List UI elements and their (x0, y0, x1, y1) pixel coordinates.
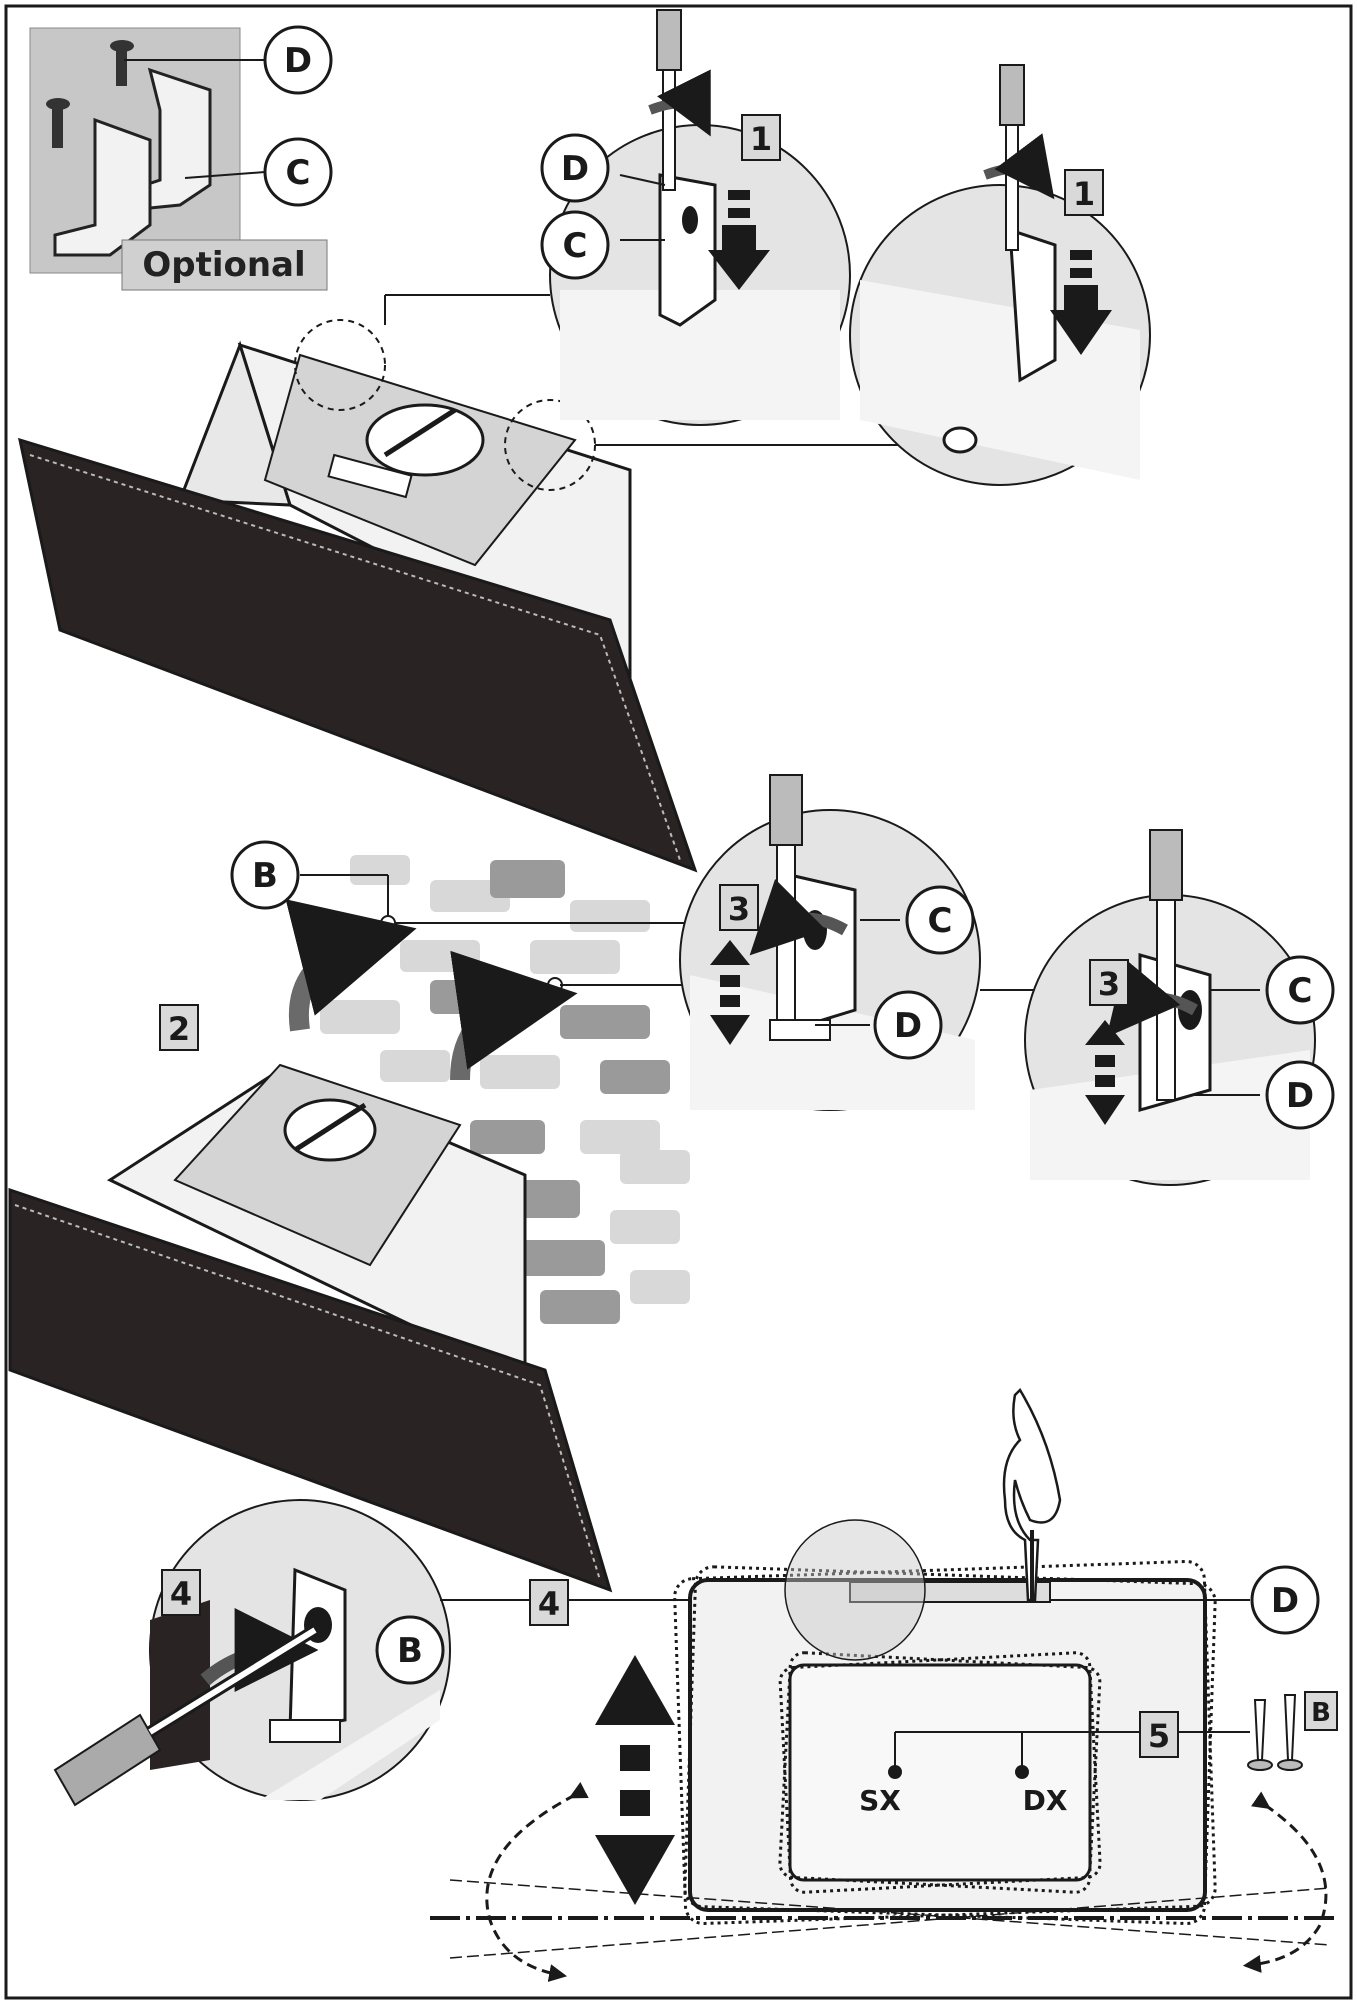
optional-label: Optional (142, 245, 305, 285)
svg-text:3: 3 (1098, 965, 1120, 1003)
page-frame (4, 4, 1353, 2000)
hood-top-flange (365, 403, 485, 477)
step-4-badge-main: 4 (529, 1579, 569, 1626)
svg-text:D: D (1286, 1076, 1314, 1116)
arrow-updown-icon-left (710, 940, 750, 1045)
point-dx (1015, 1765, 1029, 1779)
hood-front-view (673, 1519, 1217, 1926)
screwdriver-icon-step4 (53, 1624, 319, 1807)
svg-text:D: D (561, 149, 589, 189)
step-1-badge-left: 1 (741, 114, 781, 161)
screw-icon (46, 98, 70, 148)
svg-text:B: B (397, 1631, 423, 1671)
step-3-badge-right: 3 (1089, 959, 1129, 1006)
hood-middle-plate (173, 1063, 462, 1267)
arrow-down-icon (708, 190, 770, 290)
svg-text:C: C (563, 226, 588, 266)
hood-top-glass-panel (18, 437, 698, 873)
label-dx: DX (1023, 1784, 1068, 1817)
rotate-arrow-right-icon (1242, 1791, 1328, 1973)
label-sx: SX (859, 1784, 901, 1817)
vertical-adjust-arrow-icon (595, 1655, 675, 1905)
svg-text:4: 4 (170, 1575, 192, 1613)
hood-middle (8, 1063, 613, 1593)
wall-plug-screws-icon (1247, 1694, 1303, 1771)
callout-d-bottom: D (1250, 1565, 1320, 1635)
svg-text:B: B (1311, 1698, 1331, 1728)
svg-text:C: C (1288, 971, 1313, 1011)
badge-b-bottom: B (1304, 1691, 1338, 1731)
hand-screwdriver-icon (1002, 1387, 1062, 1602)
zoom-circle-step1-right (849, 64, 1151, 486)
svg-text:4: 4 (538, 1585, 560, 1623)
rotate-arrow-left-icon (485, 1782, 589, 1982)
step-4-badge-zoom: 4 (161, 1569, 201, 1616)
screw-d-icon (110, 40, 134, 86)
svg-text:D: D (894, 1006, 922, 1046)
step-1-badge-right: 1 (1064, 169, 1104, 216)
callout-d-step3-left: D (873, 990, 943, 1060)
bracket-icon (53, 117, 152, 257)
svg-text:D: D (284, 41, 312, 81)
svg-text:5: 5 (1148, 1717, 1170, 1755)
point-sx (888, 1765, 902, 1779)
step-2-badge: 2 (159, 1004, 199, 1051)
svg-text:2: 2 (168, 1010, 190, 1048)
optional-parts-box: Optional (29, 27, 328, 291)
arrow-updown-icon-right (1085, 1020, 1125, 1125)
hood-middle-glass-panel (8, 1187, 613, 1593)
callout-b-step4: B (375, 1615, 445, 1685)
zoom-circle-step4 (149, 1499, 451, 1801)
step-3-badge-left: 3 (719, 884, 759, 931)
svg-text:C: C (286, 153, 311, 193)
callout-c-step3-left: C (905, 885, 975, 955)
svg-text:C: C (928, 901, 953, 941)
callout-c-optional: C (263, 137, 333, 207)
curved-arrow-icon (285, 899, 417, 1032)
screwdriver-handle-icon (656, 9, 682, 71)
callout-b-step2: B (230, 840, 300, 910)
svg-text:3: 3 (728, 890, 750, 928)
callout-d-step1: D (540, 133, 610, 203)
svg-text:1: 1 (1073, 175, 1095, 213)
svg-text:D: D (1271, 1581, 1299, 1621)
svg-text:B: B (252, 856, 278, 896)
callout-d-step3-right: D (1265, 1060, 1335, 1130)
curved-arrow-icon-2 (450, 950, 578, 1081)
callout-c-step3-right: C (1265, 955, 1335, 1025)
svg-text:1: 1 (750, 120, 772, 158)
wall-screw-icon (380, 915, 396, 931)
hood-top (18, 319, 698, 873)
wall-screw-icon-2 (547, 977, 563, 993)
callout-d-optional: D (263, 25, 333, 95)
arrow-down-icon-right (1050, 250, 1112, 355)
step-5-badge: 5 (1139, 1711, 1179, 1758)
callout-c-step1: C (540, 210, 610, 280)
zoom-circle-step1-left (549, 9, 851, 426)
